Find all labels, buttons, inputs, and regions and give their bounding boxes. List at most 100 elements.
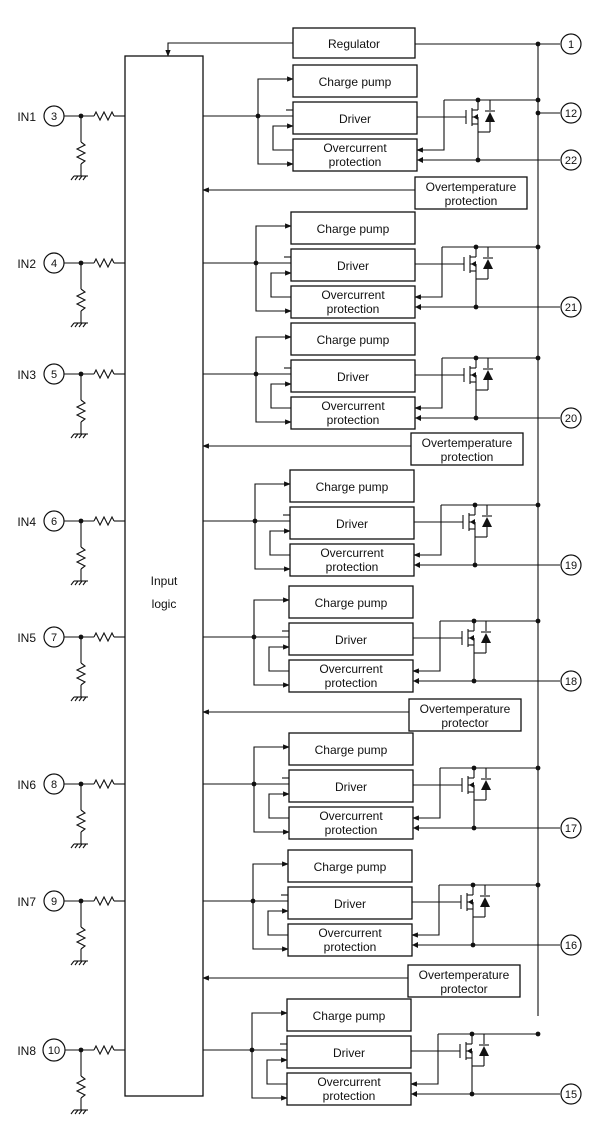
overtemp-label-1: Overtemperature [422,436,513,450]
series-resistor [93,368,115,380]
overcurrent-box [288,806,414,840]
overcurrent-label-2: protection [327,413,380,427]
driver-box [286,1035,412,1069]
input-pin-label-6: 8 [51,779,57,791]
output-pin-22 [560,149,582,171]
series-resistor [93,895,115,907]
input-label-2: IN2 [17,257,36,271]
input-logic-label-2: logic [152,597,177,611]
output-arrow [412,942,418,948]
input-pin-label-3: 5 [51,369,57,381]
diode-symbol [482,517,492,527]
series-resistor [93,778,115,790]
charge-pump-box [289,469,415,503]
input-logic-label-1: Input [151,574,178,588]
series-resistor [93,515,115,527]
charge-pump-label: Charge pump [315,596,388,610]
overcurrent-label-1: Overcurrent [318,926,382,940]
input-pin-label-5: 7 [51,632,57,644]
output-pin-16 [560,934,582,956]
overtemp-label-2: protection [441,450,494,464]
driver-label: Driver [335,780,367,794]
output-pin-17 [560,817,582,839]
pulldown-resistor [75,141,87,165]
output-pin-label-2: 21 [565,302,577,314]
overtemp-box [407,964,521,998]
output-pin-20 [560,407,582,429]
channel-5: IN5 7 Charge pumpDriverOvercurrentprotecti… [17,585,582,702]
overtemp-box [414,176,528,210]
overtemp-label-1: Overtemperature [419,968,510,982]
driver-label: Driver [333,1046,365,1060]
overtemp-label-2: protection [445,194,498,208]
overcurrent-label-1: Overcurrent [323,141,387,155]
overcurrent-label-1: Overcurrent [319,662,383,676]
output-arrow [413,825,419,831]
charge-pump-label: Charge pump [315,743,388,757]
input-pin-label-4: 6 [51,516,57,528]
input-pin-label-2: 4 [51,258,57,270]
overcurrent-box [290,285,416,319]
driver-box [288,769,414,803]
overtemp-box [410,432,524,466]
overcurrent-box [290,396,416,430]
series-resistor [93,1044,115,1056]
series-resistor [93,631,115,643]
overtemp-label-2: protector [440,982,487,996]
output-pin-label-4: 19 [565,560,577,572]
pulldown-resistor [75,926,87,950]
overcurrent-box [289,543,415,577]
regulator-box [292,27,416,59]
charge-pump-label: Charge pump [317,222,390,236]
series-resistor [93,110,115,122]
output-arrow [415,415,421,421]
output-arrow [414,562,420,568]
overtemp-box [408,698,522,732]
output-pin-label-1: 22 [565,155,577,167]
input-pin-label-7: 9 [51,896,57,908]
driver-label: Driver [337,259,369,273]
output-arrow [411,1091,417,1097]
pin-12 [560,102,582,124]
input-label-6: IN6 [17,778,36,792]
output-pin-15 [560,1083,582,1105]
overcurrent-label-2: protection [327,302,380,316]
overcurrent-label-2: protection [326,560,379,574]
pin-1-label: 1 [568,39,574,51]
output-pin-label-7: 16 [565,940,577,952]
overcurrent-box [292,138,418,172]
series-resistor [93,257,115,269]
overtemp-label-1: Overtemperature [420,702,511,716]
charge-pump-box [288,732,414,766]
driver-box [290,359,416,393]
output-pin-label-6: 17 [565,823,577,835]
overcurrent-label-2: protection [329,155,382,169]
diode-symbol [480,897,490,907]
pulldown-resistor [75,399,87,423]
input-label-4: IN4 [17,515,36,529]
driver-box [288,622,414,656]
overcurrent-label-1: Overcurrent [317,1075,381,1089]
overcurrent-label-2: protection [324,940,377,954]
diode-symbol [481,780,491,790]
output-pin-18 [560,670,582,692]
output-pin-label-5: 18 [565,676,577,688]
overcurrent-label-1: Overcurrent [320,546,384,560]
input-label-8: IN8 [17,1044,36,1058]
overcurrent-label-2: protection [325,676,378,690]
input-logic-box [124,55,204,1097]
overcurrent-box [287,923,413,957]
charge-pump-label: Charge pump [316,480,389,494]
diode-symbol [483,370,493,380]
charge-pump-box [290,322,416,356]
output-pin-label-3: 20 [565,413,577,425]
driver-label: Driver [335,633,367,647]
input-label-5: IN5 [17,631,36,645]
pulldown-resistor [75,1075,87,1099]
diode-symbol [481,633,491,643]
driver-box [290,248,416,282]
